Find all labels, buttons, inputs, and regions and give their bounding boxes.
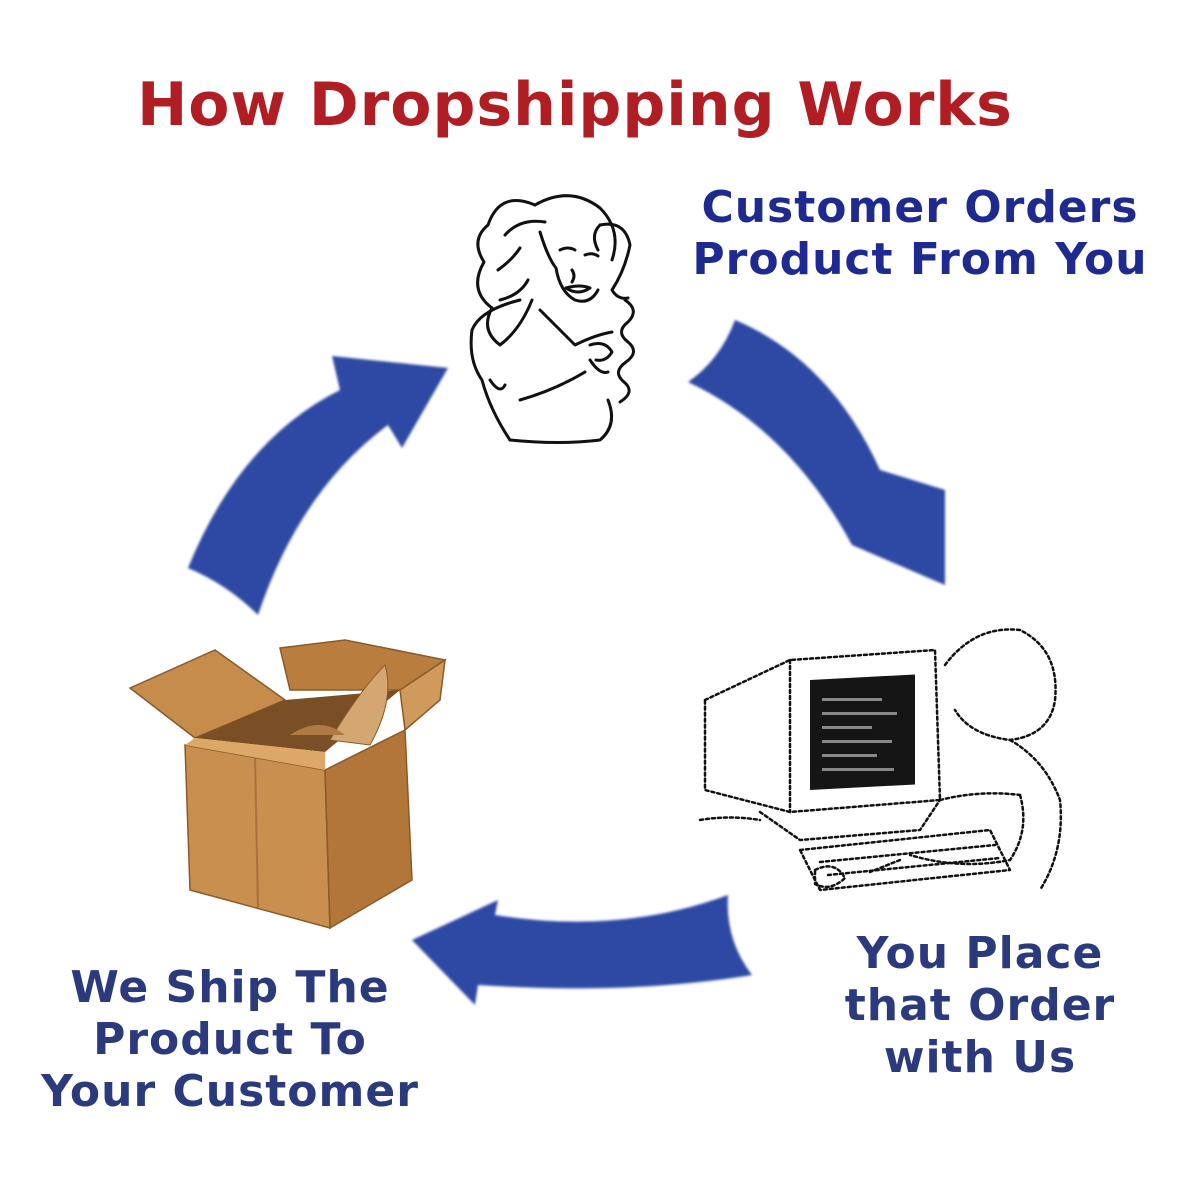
step-line: Your Customer [41,1066,419,1117]
step-line: We Ship The [70,962,390,1013]
step-we-ship: We Ship The Product To Your Customer [10,962,450,1118]
diagram-title: How Dropshipping Works [137,70,1013,140]
step-line: that Order [844,980,1116,1031]
arrow-place-to-ship [412,895,752,1005]
step-customer-orders: Customer Orders Product From You [640,182,1200,286]
step-line: Product To [93,1014,367,1065]
arrow-ship-to-order [188,356,448,615]
step-line: Customer Orders [701,182,1139,233]
step-you-place-order: You Place that Order with Us [810,928,1150,1084]
arrow-order-to-place [688,320,945,585]
step-line: with Us [883,1032,1077,1083]
step-line: Product From You [692,234,1148,285]
step-line: You Place [856,928,1104,979]
